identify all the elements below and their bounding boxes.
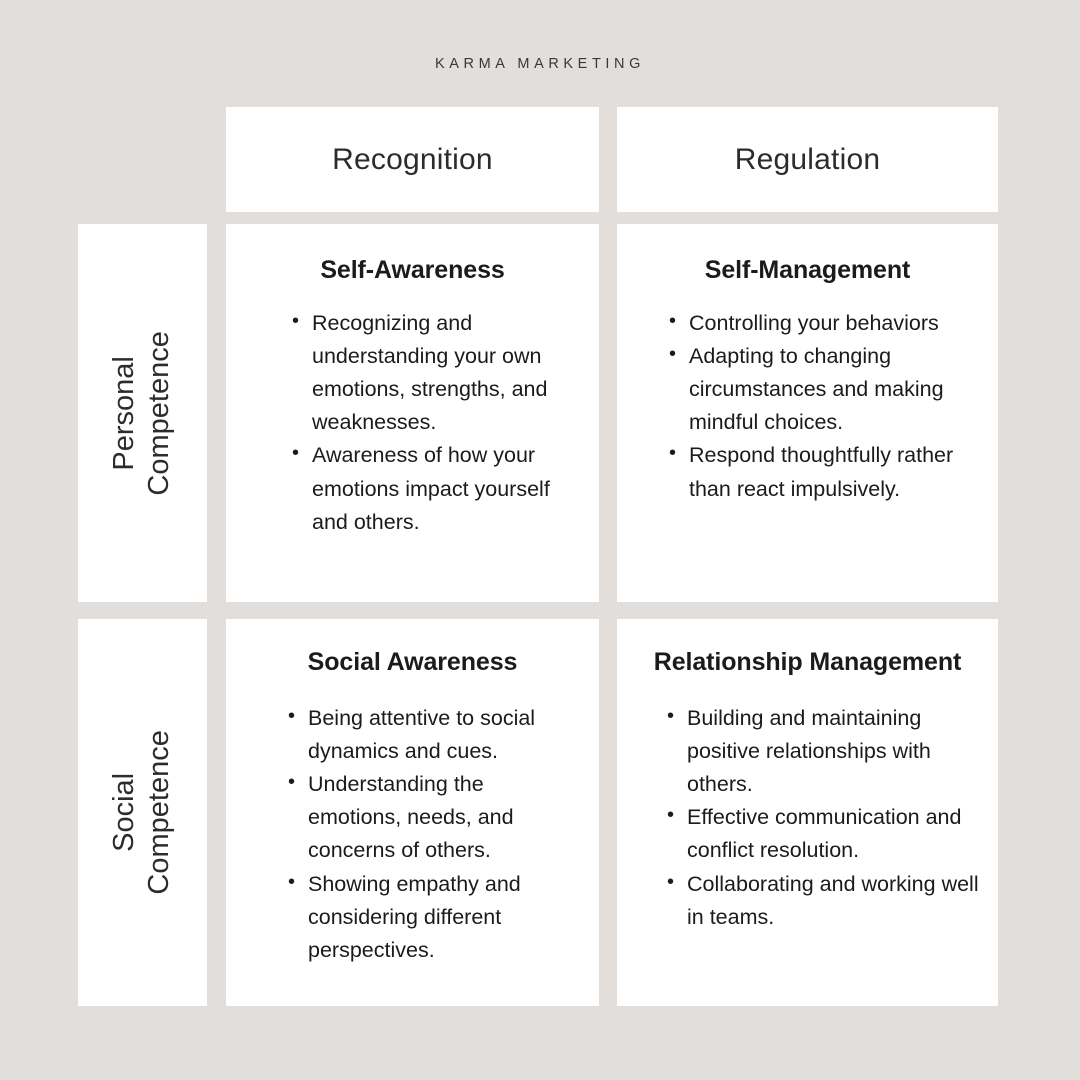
column-header-recognition: Recognition bbox=[226, 107, 599, 212]
list-item: Recognizing and understanding your own e… bbox=[290, 306, 569, 439]
list-item: Showing empathy and considering differen… bbox=[286, 867, 577, 967]
row-label-line-1: Personal bbox=[108, 355, 141, 471]
list-item: Being attentive to social dynamics and c… bbox=[286, 701, 577, 768]
list-item: Controlling your behaviors bbox=[667, 306, 984, 340]
quadrant-title: Social Awareness bbox=[307, 648, 518, 676]
list-item: Respond thoughtfully rather than react i… bbox=[667, 438, 984, 505]
list-item: Awareness of how your emotions impact yo… bbox=[290, 438, 569, 538]
column-header-label: Regulation bbox=[734, 142, 881, 176]
quadrant-bullet-list: Building and maintaining positive relati… bbox=[665, 701, 988, 934]
row-label-social-competence: Social Competence bbox=[78, 619, 207, 1006]
quadrant-self-awareness: Self-Awareness Recognizing and understan… bbox=[226, 224, 599, 602]
row-label-line-2: Competence bbox=[143, 730, 176, 895]
row-label-line-1: Social bbox=[108, 773, 141, 852]
list-item: Building and maintaining positive relati… bbox=[665, 701, 988, 801]
row-label-text: Personal Competence bbox=[107, 331, 178, 495]
row-label-personal-competence: Personal Competence bbox=[78, 224, 207, 602]
quadrant-title: Self-Awareness bbox=[320, 256, 505, 284]
brand-title: KARMA MARKETING bbox=[435, 56, 645, 72]
quadrant-bullet-list: Being attentive to social dynamics and c… bbox=[286, 701, 577, 967]
row-label-text: Social Competence bbox=[107, 730, 178, 894]
quadrant-title: Relationship Management bbox=[653, 648, 962, 676]
list-item: Adapting to changing circumstances and m… bbox=[667, 339, 984, 439]
quadrant-relationship-management: Relationship Management Building and mai… bbox=[617, 619, 998, 1006]
list-item: Collaborating and working well in teams. bbox=[665, 867, 988, 934]
quadrant-bullet-list: Controlling your behaviors Adapting to c… bbox=[667, 306, 984, 506]
quadrant-self-management: Self-Management Controlling your behavio… bbox=[617, 224, 998, 602]
column-header-regulation: Regulation bbox=[617, 107, 998, 212]
column-header-label: Recognition bbox=[332, 142, 493, 176]
quadrant-bullet-list: Recognizing and understanding your own e… bbox=[290, 306, 569, 539]
list-item: Effective communication and conflict res… bbox=[665, 800, 988, 867]
row-label-line-2: Competence bbox=[143, 330, 176, 496]
quadrant-title: Self-Management bbox=[704, 256, 911, 284]
list-item: Understanding the emotions, needs, and c… bbox=[286, 767, 577, 867]
quadrant-social-awareness: Social Awareness Being attentive to soci… bbox=[226, 619, 599, 1006]
